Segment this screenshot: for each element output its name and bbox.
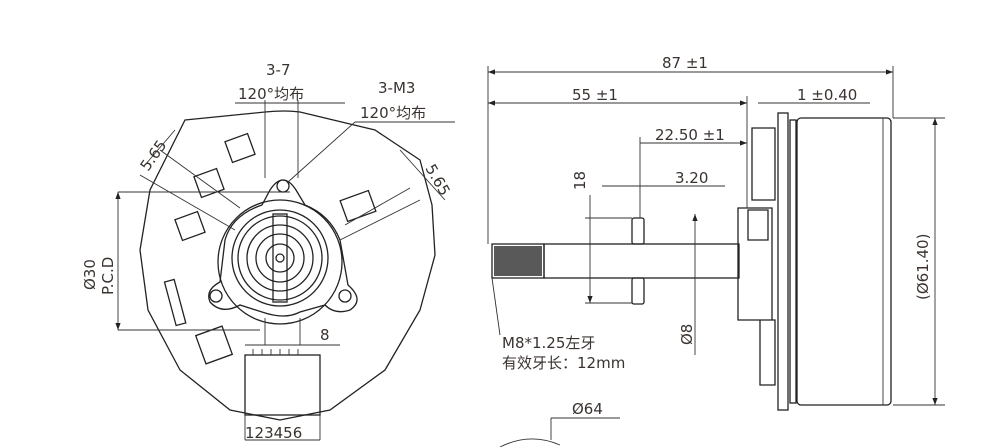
- pcd-label: P.C.D: [99, 257, 117, 295]
- pin-bottom: [631, 277, 645, 305]
- dim-slot: 8: [320, 326, 330, 344]
- pin-offset: 22.50 ±1: [655, 126, 725, 144]
- hole-spacing-label: 120°均布: [238, 85, 304, 103]
- pin-width: 3.20: [675, 169, 708, 187]
- shaft-length: 55 ±1: [572, 86, 618, 104]
- chip: [174, 210, 206, 242]
- connector: [244, 354, 321, 416]
- side-view: 87 ±1 55 ±1 1 ±0.40 22.50 ±1 3.20 18 Ø8 …: [487, 54, 945, 447]
- connector-pins: 123456: [245, 424, 302, 442]
- motor-body: [796, 117, 892, 406]
- pin-span: 18: [571, 171, 589, 190]
- chip: [193, 167, 225, 199]
- hub-ring: [231, 209, 329, 307]
- shaft: [543, 243, 740, 279]
- pcb: [777, 112, 789, 411]
- component: [163, 278, 187, 327]
- mount-hole: [209, 289, 223, 303]
- flange-ring: [217, 199, 343, 325]
- shaft-diameter: Ø8: [678, 324, 696, 345]
- mount-hole: [276, 179, 290, 193]
- hub-key: [272, 213, 288, 303]
- pin-top: [631, 217, 645, 245]
- body-diameter: (Ø61.40): [914, 234, 932, 300]
- overall-length: 87 ±1: [662, 54, 708, 72]
- thread-spacing-label: 120°均布: [360, 104, 426, 122]
- chip: [224, 132, 256, 164]
- flange-gap: 1 ±0.40: [797, 86, 857, 104]
- housing-outline: [139, 110, 436, 421]
- pcd-diameter: Ø30: [81, 259, 99, 290]
- outer-diameter: Ø64: [572, 400, 603, 418]
- mount-hole: [338, 289, 352, 303]
- bracket: [737, 127, 776, 386]
- front-view: 3-7 120°均布 3-M3 120°均布 5.65 5.65 Ø30 P.C…: [81, 61, 455, 442]
- thread-length: 有效牙长：12mm: [502, 354, 625, 372]
- thread-count-label: 3-M3: [378, 79, 415, 97]
- dim-left-angle: 5.65: [137, 137, 171, 175]
- thread-spec: M8*1.25左牙: [502, 334, 595, 352]
- hole-count-label: 3-7: [266, 61, 291, 79]
- inductor: [194, 325, 234, 365]
- chip: [339, 189, 377, 223]
- mount-flange: [208, 179, 358, 317]
